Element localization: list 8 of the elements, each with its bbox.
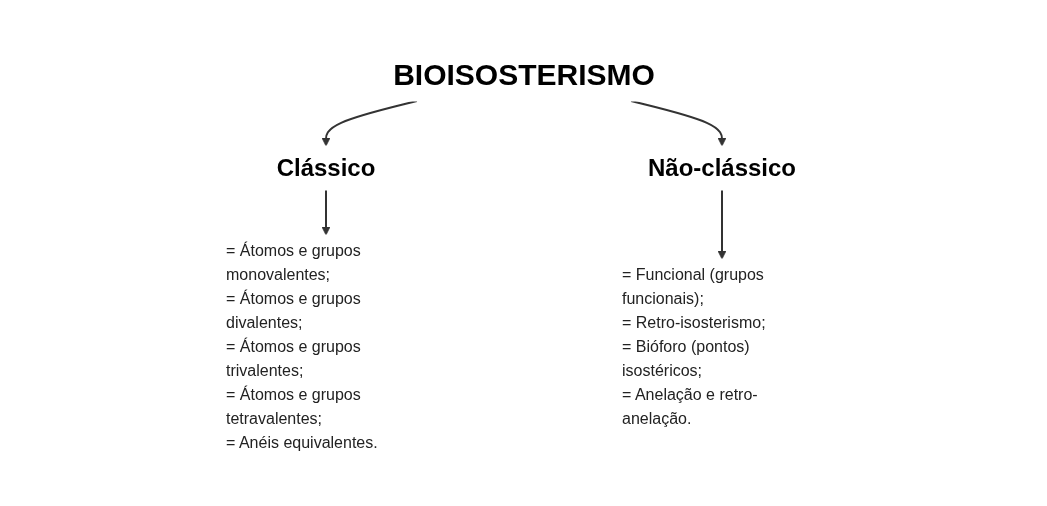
arrow (321, 188, 330, 235)
node-text: Clássico (276, 153, 375, 181)
node-text: Não-clássico (647, 153, 796, 181)
node-text: = Átomos e grupos monovalentes; = Átomos e grupos divalentes; = Átomos e grupos trivalentes; = Átomos e grupos tetravalentes; = Anéis equivalentes. (225, 241, 378, 451)
node-text: = Funcional (grupos funcionais); = Retro-isosterismo; = Bióforo (pontos) isostéricos; = Anelação e retro-anelação. (621, 265, 766, 427)
node-text: BIOISOSTERISMO (392, 57, 655, 91)
arrow (717, 188, 726, 259)
arrow (321, 99, 418, 146)
